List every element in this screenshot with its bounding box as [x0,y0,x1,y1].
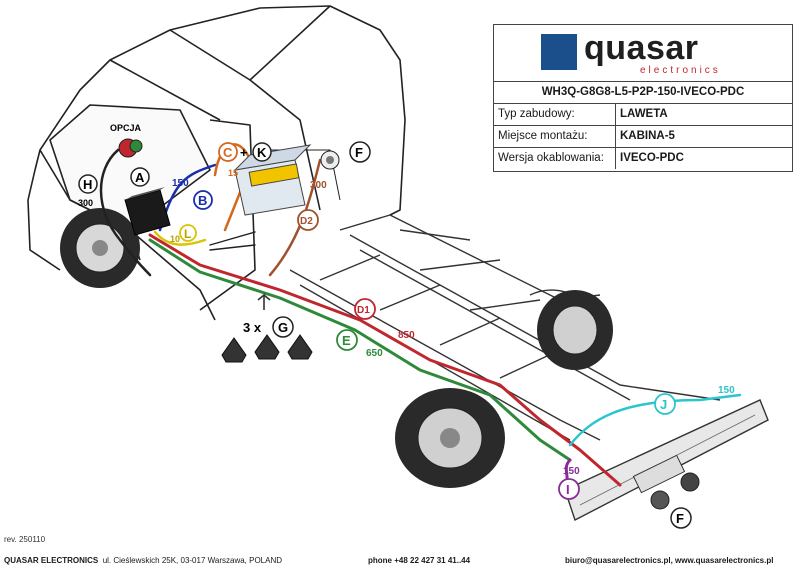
callout-a: A [135,170,145,185]
spec-value: IVECO-PDC [620,152,684,164]
callout-g: G [278,320,288,335]
spec-value: LAWETA [620,108,668,120]
company-name: QUASAR ELECTRONICS [4,556,99,565]
callout-opcja: OPCJA [110,123,142,133]
length-e: 650 [366,348,383,359]
callout-c: C [223,145,233,160]
logo-tagline: electronics [640,65,721,76]
spec-row-location: Miejsce montażu: KABINA-5 [494,125,792,148]
rear-wheel-lower [395,388,505,488]
info-panel: quasar electronics WH3Q-G8G8-L5-P2P-150-… [493,24,793,172]
footer-phone: phone +48 22 427 31 41..44 [368,556,471,565]
callout-e: E [342,333,351,348]
callout-d1: D1 [357,305,370,316]
spec-row-version: Wersja okablowania: IVECO-PDC [494,147,792,169]
logo-wordmark: quasar [584,29,699,67]
footer-company: QUASAR ELECTRONICS ul. Cieślewskich 25K,… [4,556,282,565]
length-l: 10 [170,234,180,244]
callout-f-lower: F [676,511,684,526]
rear-socket [650,490,670,510]
control-module-a [124,187,171,236]
length-d2: 300 [310,180,327,191]
callout-k: K [257,145,267,160]
spec-value: KABINA-5 [620,130,675,142]
front-wheel [60,208,140,288]
rear-bumper-bar [564,399,769,521]
company-address: ul. Cieślewskich 25K, 03-017 Warszawa, P… [102,556,283,565]
callout-plus: + [240,145,248,160]
length-i: 150 [563,466,580,477]
rear-wheel-upper [537,290,613,370]
callout-h: H [83,177,92,192]
spec-key: Miejsce montażu: [494,125,616,147]
length-c: 15 [228,168,238,178]
wire-j [568,393,742,447]
grommet-arrow [257,293,271,310]
revision: rev. 250110 [4,535,46,544]
length-d1: 850 [398,330,415,341]
callout-b: B [198,193,207,208]
wire-l [153,230,207,246]
brand-logo: quasar electronics [494,25,792,82]
callout-l: L [184,227,191,241]
wire-d1 [148,233,622,487]
callout-g-qty: 3 x [243,320,262,335]
callout-f-upper: F [355,145,363,160]
wire-h [99,148,152,277]
length-h: 300 [78,198,93,208]
truck-cab [27,5,406,321]
logo-mark [541,34,577,70]
footer-contact: biuro@quasarelectronics.pl, www.quasarel… [565,556,774,565]
length-b: 150 [172,178,189,189]
length-j: 150 [718,385,735,396]
ground-point-f-upper [320,150,340,170]
grommets-g [221,334,313,363]
spec-row-type: Typ zabudowy: LAWETA [494,103,792,126]
callout-j: J [660,397,667,412]
battery [233,144,312,216]
callout-i: I [566,482,570,497]
opcja-connector [118,138,143,158]
spec-key: Typ zabudowy: [494,103,616,125]
product-code: WH3Q-G8G8-L5-P2P-150-IVECO-PDC [494,81,792,104]
callout-d2: D2 [300,216,313,227]
spec-key: Wersja okablowania: [494,147,616,169]
wire-e [148,238,572,462]
